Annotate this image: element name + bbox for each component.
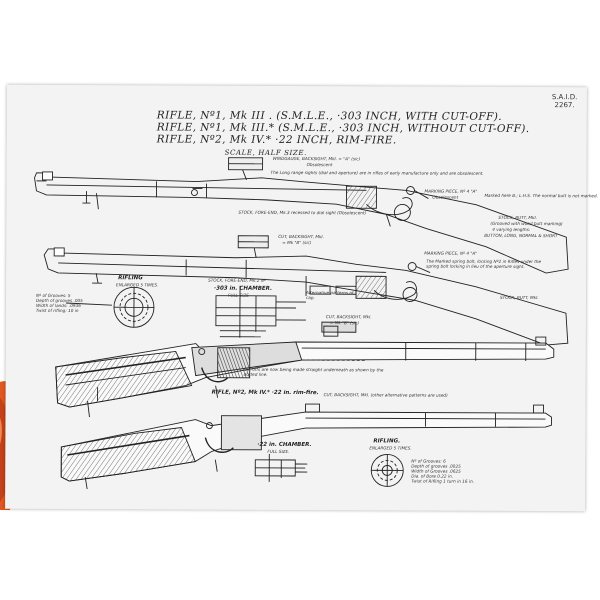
label-rifling-notes: Nº of Grooves: 5 Depth of grooves .005 W… (35, 292, 83, 314)
chamber-22-diagram (254, 453, 308, 482)
label-marked-here: Marked here B.; L.H.S. The normal butt i… (484, 192, 598, 199)
label-windgauge: WINDGAUGE, BACKSIGHT, MkI. = "A" (sic) (272, 155, 361, 162)
label-marking-piece-b: MARKING PIECE, Nº 4 "A" (424, 250, 478, 256)
rifling-diagram-2 (370, 453, 404, 487)
label-cut-backsight-b-mk: = Mk "B" (sic) (329, 320, 360, 326)
chamber-303-diagram (215, 285, 306, 338)
label-chamber-22: ·22 in. CHAMBER. (257, 441, 312, 449)
label-windgauge-obsolescent: Obsolescent (306, 162, 333, 168)
label-marking-piece: MARKING PIECE, Nº 4 "A" (424, 188, 478, 194)
label-stock-butt-2: STOCK, BUTT, MkI. (499, 294, 539, 301)
label-stock-butt-1d: BUTTON, LONG, NORMAL & SHORT (484, 232, 558, 239)
label-marking-piece-b-note: The Marked spring bolt, locking Nº2 in R… (426, 258, 542, 269)
alternative-caps (309, 285, 357, 333)
label-rifling-1: RIFLING (118, 275, 143, 282)
label-stock-butt-1: STOCK, BUTT, MkI. (498, 214, 538, 221)
rifle-3-cutaway (55, 325, 555, 418)
label-cut-backsight-mk: = Mk "B" (sic) (282, 239, 312, 246)
label-rifling-2-notes: Nº of Grooves: 6 Depth of grooves .0025 … (411, 458, 475, 484)
rifling-diagram-1 (65, 286, 155, 328)
label-stock-fore-end-2: STOCK, FORE-END, Mk.2 Nº (208, 277, 266, 283)
label-cut-backsight-b: CUT, BACKSIGHT, MkI. (325, 314, 372, 320)
label-stock-fore-end: STOCK, FORE-END, Mk.3 recessed to dial s… (238, 209, 367, 216)
label-stock-butt-1b: (Grooved with wood butt marking) (490, 220, 563, 227)
rifle-4-22in (60, 403, 552, 490)
label-chamber-22-full: FULL SIZE. (267, 448, 290, 454)
label-chamber-303-full: FULL SIZE (228, 292, 249, 298)
label-rifling-2-enlarged: ENLARGED 5 TIMES. (369, 445, 412, 451)
label-rifling-1-enlarged: ENLARGED 5 TIMES. (116, 282, 159, 288)
label-alternative-caps: Alternative patterns of cap. (305, 290, 354, 301)
label-long-range: The Long range sights (dial and aperture… (270, 169, 484, 176)
label-rifling-2: RIFLING. (373, 438, 401, 445)
rifle-1-outline (34, 157, 569, 274)
drawing-sheet: S.A.I.D. 2267. RIFLE, Nº1, Mk III . (S.M… (5, 84, 598, 512)
label-cut-backsight-c: CUT, BACKSIGHT, MkI. (other alternative … (323, 392, 448, 398)
label-chamber-303: ·303 in. CHAMBER. (214, 285, 273, 292)
label-stock-butt-1c: 4 varying lengths: (492, 226, 531, 233)
label-cut-backsight: CUT, BACKSIGHT, MkI. (278, 233, 325, 240)
rifle-drawings (34, 157, 569, 490)
label-marking-piece-obsolescent: Obsolescent (432, 194, 459, 200)
rifle-2-outline (43, 235, 569, 346)
label-rifle-no2: RIFLE, Nº2, Mk IV.* ·22 in. rim-fire. (211, 389, 319, 397)
label-cut-offs: Cut-offs are now being made straight und… (243, 366, 384, 377)
